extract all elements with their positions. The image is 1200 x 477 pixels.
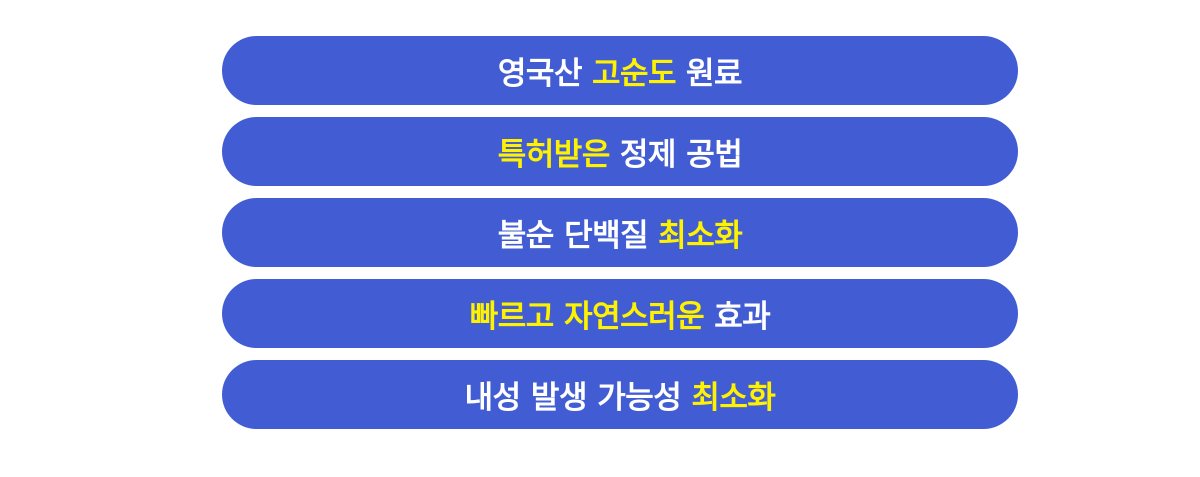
pill-highlight-text: 고순도: [591, 56, 677, 92]
pill-highlight-text: 특허받은: [497, 137, 611, 173]
pill-text: 효과: [714, 299, 771, 335]
pill-text: 정제 공법: [619, 137, 743, 173]
pill-text: 영국산: [497, 56, 583, 92]
pill-highlight-text: 최소화: [691, 380, 776, 416]
pill-text: 내성 발생 가능성: [464, 380, 682, 416]
pill-text: 원료: [686, 56, 743, 92]
pill-highlight-text: 빠르고 자연스러운: [469, 299, 705, 335]
pill-text: 불순 단백질: [497, 218, 649, 254]
pill-highlight-text: 최소화: [658, 218, 743, 254]
